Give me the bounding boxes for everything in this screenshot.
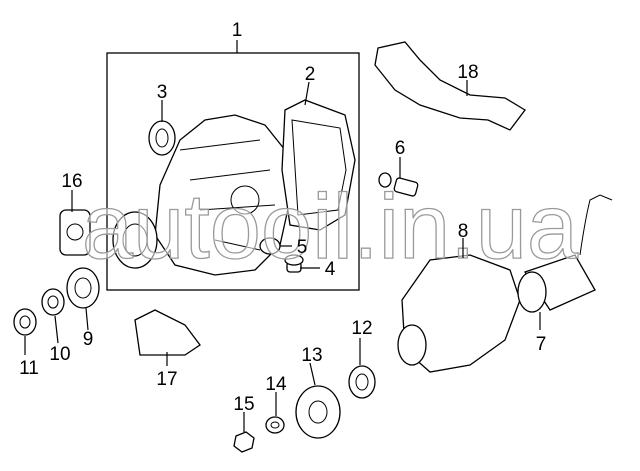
differential-cover <box>281 99 356 231</box>
callout-9: 9 <box>83 329 94 350</box>
washer-14 <box>265 416 285 434</box>
callout-4: 4 <box>325 259 336 280</box>
assembly-frame <box>106 52 360 291</box>
callout-5: 5 <box>297 237 308 258</box>
lock-nut <box>233 431 255 453</box>
callout-13: 13 <box>301 345 322 366</box>
mount-bracket <box>134 309 201 356</box>
bearing <box>66 267 100 309</box>
drain-plug <box>284 254 304 273</box>
shim <box>41 288 65 316</box>
callout-16: 16 <box>61 171 82 192</box>
callout-18: 18 <box>457 62 478 83</box>
transfer-housing <box>397 254 521 373</box>
oil-seal <box>348 365 376 399</box>
callout-3: 3 <box>157 82 168 103</box>
callout-11: 11 <box>19 358 39 379</box>
leader-lines <box>24 80 541 432</box>
actuator-motor <box>517 194 613 313</box>
callout-17: 17 <box>156 369 177 390</box>
watermark: autooil.in.ua <box>82 176 579 278</box>
companion-flange <box>295 385 341 439</box>
callout-10: 10 <box>49 344 70 365</box>
callout-12: 12 <box>351 318 372 339</box>
flange-yoke <box>59 209 91 256</box>
callout-8: 8 <box>458 221 469 242</box>
callout-1: 1 <box>232 20 243 41</box>
pinion-seal <box>148 120 176 156</box>
callout-6: 6 <box>395 138 406 159</box>
callout-15: 15 <box>233 394 254 415</box>
sensor <box>378 172 419 197</box>
differential-carrier <box>112 114 291 276</box>
callout-2: 2 <box>305 64 316 85</box>
washer <box>13 308 37 336</box>
callout-14: 14 <box>265 374 287 395</box>
support-bracket <box>374 41 526 131</box>
callout-7: 7 <box>536 334 547 355</box>
